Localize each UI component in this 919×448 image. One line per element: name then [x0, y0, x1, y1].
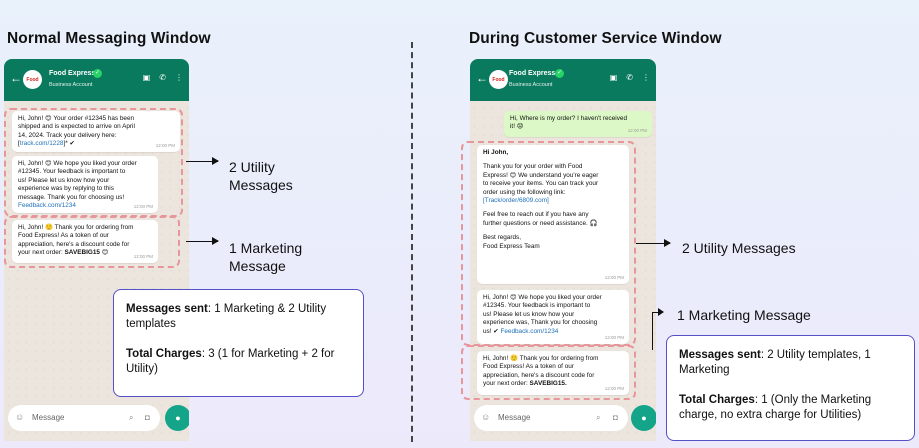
emoji-icon[interactable]: ☺ — [15, 412, 25, 422]
tracking-link[interactable]: [Track/order/6809.com] — [483, 197, 549, 205]
total-charges: Total Charges: 3 (1 for Marketing + 2 fo… — [126, 348, 335, 375]
message-bubble: Hi John, Thank you for your order with F… — [477, 145, 629, 284]
mic-button[interactable]: ● — [165, 405, 189, 431]
back-arrow-icon[interactable]: ← — [476, 71, 488, 85]
utility-arrow — [186, 157, 219, 165]
marketing-arrow-head — [658, 308, 664, 316]
attach-icon[interactable]: ⌕ — [129, 413, 134, 422]
chat-header: ← Food Food Express ✓ Business Account ▣… — [470, 59, 656, 101]
message-text: Hi, John! 🙂 Thank you for ordering from … — [18, 224, 134, 257]
left-heading: Normal Messaging Window — [7, 30, 211, 47]
discount-code: SAVEBIG15 — [64, 249, 100, 257]
summary-card: Messages sent: 2 Utility templates, 1 Ma… — [666, 335, 915, 441]
marketing-highlight-box — [4, 216, 180, 268]
tracking-link[interactable]: track.com/1228 — [19, 140, 64, 148]
business-avatar[interactable]: Food — [489, 70, 508, 89]
feedback-link[interactable]: Feedback.com/1234 — [500, 327, 559, 335]
camera-icon[interactable]: ◘ — [613, 413, 618, 422]
greeting: Hi John, — [483, 149, 509, 156]
message-bubble: Hi, John! 🙂 Thank you for ordering from … — [477, 351, 629, 395]
messages-sent: Messages sent: 2 Utility templates, 1 Ma… — [679, 349, 871, 376]
marketing-highlight-box — [461, 345, 636, 400]
chat-header: ← Food Food Express ✓ Business Account ▣… — [4, 59, 189, 101]
incoming-message: Hi, Where is my order? I haven't receive… — [504, 111, 652, 137]
camera-icon[interactable]: ◘ — [145, 413, 150, 422]
input-bar: ☺ Message ⌕ ◘ ● — [470, 399, 656, 441]
menu-icon[interactable]: ⋮ — [175, 73, 183, 82]
left-phone: ← Food Food Express ✓ Business Account ▣… — [4, 59, 189, 441]
message-bubble: Hi, John! 😊 Your order #12345 has been s… — [12, 111, 180, 152]
marketing-arrow — [186, 237, 219, 245]
input-bar: ☺ Message ⌕ ◘ ● — [4, 399, 189, 441]
feedback-link[interactable]: Feedback.com/1234 — [18, 202, 76, 210]
marketing-annotation: 1 Marketing Message — [229, 240, 303, 274]
business-avatar[interactable]: Food — [23, 70, 42, 89]
discount-code: SAVEBIG15. — [529, 380, 567, 388]
message-input[interactable]: ☺ Message ⌕ ◘ — [474, 405, 628, 431]
message-bubble: Hi, John! 😊 We hope you liked your order… — [12, 156, 158, 213]
utility-highlight-box — [461, 141, 636, 346]
emoji-icon[interactable]: ☺ — [481, 412, 491, 422]
business-name[interactable]: Food Express — [49, 70, 96, 77]
menu-icon[interactable]: ⋮ — [642, 73, 650, 82]
total-charges: Total Charges: 1 (Only the Marketing cha… — [679, 394, 872, 421]
utility-annotation: 2 Utility Messages — [229, 159, 293, 193]
business-subtitle: Business Account — [509, 82, 553, 88]
attach-icon[interactable]: ⌕ — [596, 413, 601, 422]
business-name[interactable]: Food Express — [509, 70, 556, 77]
shop-icon[interactable]: ▣ — [142, 73, 151, 82]
marketing-annotation: 1 Marketing Message — [677, 307, 811, 323]
business-subtitle: Business Account — [49, 82, 93, 88]
utility-arrow — [636, 239, 671, 247]
verified-icon: ✓ — [93, 69, 102, 78]
messages-sent: Messages sent: 1 Marketing & 2 Utility t… — [126, 303, 327, 330]
message-bubble: Hi, John! 🙂 Thank you for ordering from … — [12, 220, 158, 263]
message-input[interactable]: ☺ Message ⌕ ◘ — [8, 405, 160, 431]
message-bubble: Hi, John! 😊 We hope you liked your order… — [477, 290, 629, 344]
right-heading: During Customer Service Window — [469, 30, 722, 47]
message-text: Hi, John! 😊 Your order #12345 has been s… — [18, 115, 135, 139]
message-text: Hi, John! 😊 We hope you liked your order… — [18, 160, 137, 201]
verified-icon: ✓ — [555, 69, 564, 78]
back-arrow-icon[interactable]: ← — [10, 71, 22, 85]
utility-annotation: 2 Utility Messages — [682, 240, 796, 256]
center-divider — [411, 42, 413, 442]
marketing-arrow — [652, 312, 660, 350]
mic-button[interactable]: ● — [631, 405, 656, 431]
call-icon[interactable]: ✆ — [626, 73, 633, 82]
message-time: 12:00 PM — [133, 203, 153, 209]
summary-card: Messages sent: 1 Marketing & 2 Utility t… — [113, 289, 364, 397]
call-icon[interactable]: ✆ — [159, 73, 166, 82]
message-time: 12:00 PM — [155, 142, 175, 148]
utility-highlight-box — [4, 108, 183, 217]
right-phone: ← Food Food Express ✓ Business Account ▣… — [470, 59, 656, 441]
shop-icon[interactable]: ▣ — [609, 73, 618, 82]
message-time: 12:00 PM — [133, 253, 153, 259]
